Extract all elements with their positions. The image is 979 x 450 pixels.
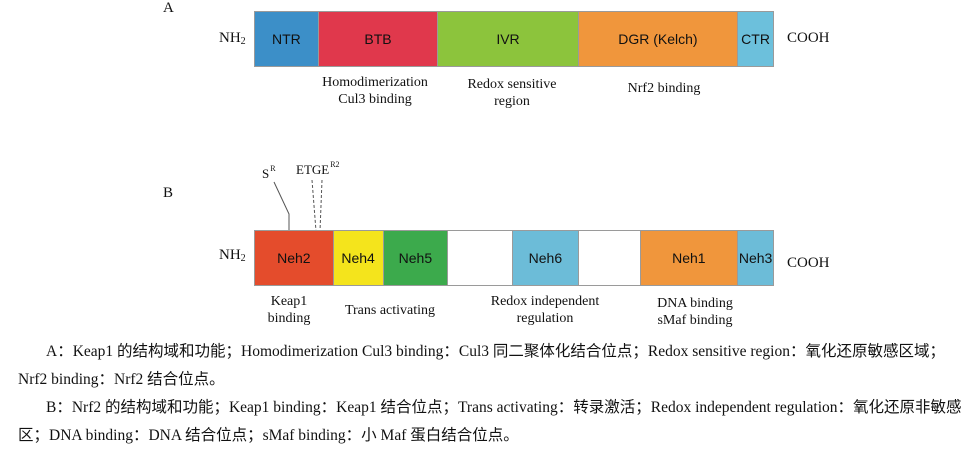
- domain-neh6-label: Neh6: [528, 250, 563, 266]
- binding-site-connectors: [273, 179, 323, 232]
- domain-ivr-label: IVR: [496, 31, 520, 47]
- domain-ntr-label: NTR: [271, 31, 301, 47]
- domain-btb: BTB: [318, 12, 439, 66]
- annotation-redox-independent: Redox independent regulation: [490, 294, 600, 326]
- domain-neh1-label: Neh1: [672, 250, 706, 266]
- panel-b-n-terminus: NH2: [219, 247, 246, 264]
- domain-neh5: Neh5: [383, 231, 449, 285]
- annotation-dna-smaf-binding: DNA binding sMaf binding: [657, 296, 733, 328]
- annotation-trans-activating: Trans activating: [344, 303, 436, 318]
- site-s-r: SR: [262, 164, 276, 181]
- panel-a-n-terminus: NH2: [219, 30, 246, 47]
- annotation-keap1-binding: Keap1 binding: [267, 294, 311, 326]
- figure-caption: A：Keap1 的结构域和功能；Homodimerization Cul3 bi…: [18, 338, 962, 450]
- caption-panel-b: B：Nrf2 的结构域和功能；Keap1 binding：Keap1 结合位点；…: [18, 399, 962, 444]
- domain-ivr: IVR: [438, 12, 579, 66]
- panel-a-c-terminus: COOH: [787, 30, 830, 46]
- domain-neh4: Neh4: [333, 231, 384, 285]
- etge-connector-1: [311, 179, 317, 232]
- site-etge: ETGER2: [296, 160, 340, 177]
- domain-neh1: Neh1: [640, 231, 739, 285]
- annotation-redox-sensitive: Redox sensitive region: [467, 77, 557, 109]
- s-r-connector: [273, 181, 290, 231]
- panel-b-label: B: [163, 185, 174, 201]
- domain-ctr-label: CTR: [741, 31, 770, 47]
- domain-dgr-label: DGR (Kelch): [618, 31, 698, 47]
- keap1-domain-bar: NTR BTB IVR DGR (Kelch) CTR: [254, 11, 774, 67]
- panel-b-c-terminus: COOH: [787, 255, 830, 271]
- domain-neh4-label: Neh4: [341, 250, 375, 266]
- domain-neh2-label: Neh2: [277, 250, 311, 266]
- domain-neh3-label: Neh3: [738, 250, 773, 266]
- domain-spacer-2: [578, 231, 641, 285]
- etge-connector-2: [319, 179, 323, 232]
- domain-btb-label: BTB: [364, 31, 392, 47]
- annotation-homodimerization: Homodimerization Cul3 binding: [322, 75, 428, 107]
- domain-ctr: CTR: [738, 12, 773, 66]
- domain-neh6: Neh6: [513, 231, 579, 285]
- domain-dgr-kelch: DGR (Kelch): [578, 12, 739, 66]
- nrf2-domain-bar: Neh2 Neh4 Neh5 Neh6 Neh1 Neh3: [254, 230, 774, 286]
- domain-ntr: NTR: [255, 12, 319, 66]
- domain-neh3: Neh3: [738, 231, 774, 285]
- caption-panel-a: A：Keap1 的结构域和功能；Homodimerization Cul3 bi…: [18, 343, 945, 388]
- domain-spacer-1: [448, 231, 514, 285]
- domain-neh5-label: Neh5: [398, 250, 433, 266]
- domain-neh2: Neh2: [255, 231, 334, 285]
- annotation-nrf2-binding: Nrf2 binding: [627, 81, 701, 96]
- panel-a-label: A: [163, 0, 174, 16]
